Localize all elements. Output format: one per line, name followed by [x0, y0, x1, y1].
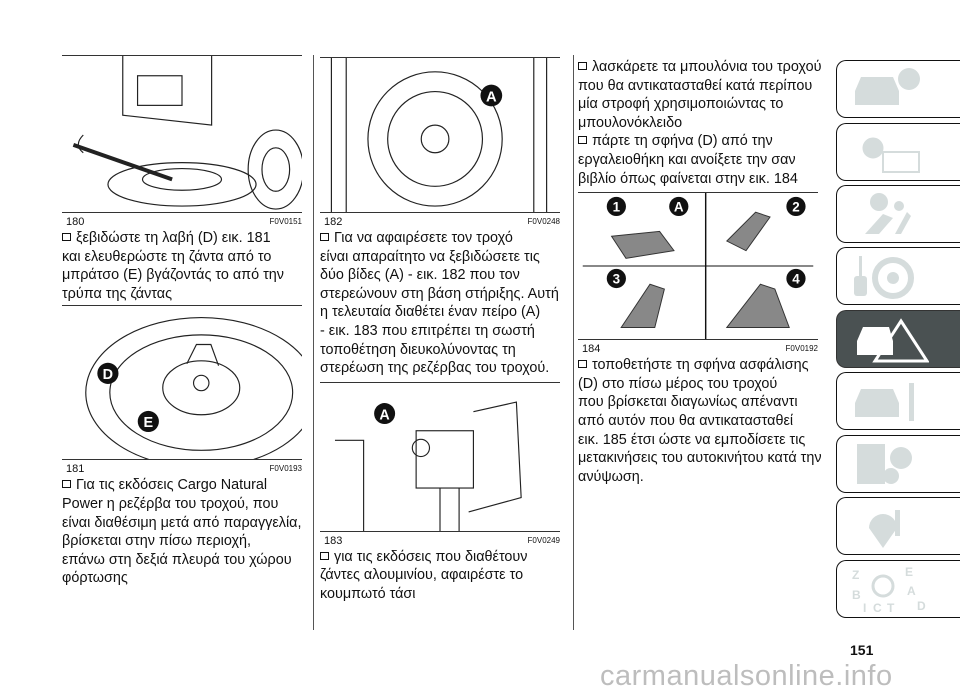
figure-183: A: [320, 381, 560, 532]
figure-code: F0V0151: [269, 217, 302, 226]
car-info-icon: [855, 68, 920, 105]
watermark: carmanualsonline.info: [600, 660, 893, 692]
page-number: 151: [850, 642, 874, 658]
index-letter: T: [887, 601, 895, 613]
figure-184: 1 A 2 3 4: [578, 192, 818, 341]
figure-number: 180: [66, 216, 85, 228]
index-letter: Z: [852, 568, 859, 582]
figure-number: 181: [66, 463, 85, 476]
index-letter: I: [863, 601, 866, 613]
figure-182: A: [320, 57, 560, 213]
figure-181: D E: [62, 305, 302, 461]
figure-number: 183: [324, 534, 343, 547]
bullet-icon: [62, 480, 71, 489]
column-3: λασκάρετε τα μπουλόνια του τροχού που θα…: [578, 58, 834, 486]
tab-safety[interactable]: [836, 185, 960, 243]
callout-label: A: [486, 89, 497, 105]
figure-caption: 184 F0V0192: [578, 342, 818, 356]
tab-starting-driving[interactable]: [836, 247, 960, 305]
bullet-icon: [578, 62, 587, 70]
paragraph: Για τις εκδόσεις Cargo Natural Power η ρ…: [62, 476, 312, 588]
paragraph-text: για τις εκδόσεις που διαθέτουν ζάντες αλ…: [320, 548, 528, 602]
figure-caption: 182 F0V0248: [320, 215, 560, 229]
column-2: A 182 F0V0248 Για να αφαιρέσετε τον τροχ…: [320, 57, 572, 604]
paragraph-text: λασκάρετε τα μπουλόνια του τροχού που θα…: [578, 59, 822, 131]
technical-data-icon: [857, 444, 912, 484]
index-letter: B: [852, 588, 861, 602]
figure-180: [62, 55, 302, 213]
paragraph: πάρτε τη σφήνα (D) από την εργαλειοθήκη …: [578, 132, 834, 188]
warning-light-message-icon: [862, 137, 920, 173]
callout-label: 3: [613, 271, 620, 286]
callout-label: D: [103, 368, 113, 384]
paragraph-text: πάρτε τη σφήνα (D) από την εργαλειοθήκη …: [578, 133, 798, 187]
bullet-icon: [62, 233, 71, 241]
callout-label: A: [379, 407, 389, 423]
multimedia-icon: [869, 510, 900, 548]
car-maintenance-icon: [855, 383, 914, 421]
figure-caption: 183 F0V0249: [320, 534, 560, 548]
callout-label: 1: [613, 199, 621, 214]
figure-code: F0V0192: [785, 344, 818, 354]
callout-label: 4: [792, 271, 800, 286]
paragraph: για τις εκδόσεις που διαθέτουν ζάντες αλ…: [320, 548, 572, 604]
index-letter: E: [905, 565, 913, 579]
callout-label: 2: [792, 199, 799, 214]
index-letter: A: [907, 584, 916, 598]
bullet-icon: [578, 136, 587, 145]
index-letter: C: [873, 601, 882, 613]
figure-code: F0V0193: [269, 464, 302, 474]
column-divider: [313, 55, 314, 630]
figure-code: F0V0249: [527, 535, 560, 545]
bullet-icon: [320, 233, 329, 241]
tab-technical-data[interactable]: [836, 435, 960, 493]
callout-label: A: [674, 199, 684, 214]
paragraph-text: τοποθετήστε τη σφήνα ασφάλισης (D) στο π…: [578, 357, 822, 485]
figure-caption: 180 F0V0151: [62, 215, 302, 229]
paragraph-text: Για τις εκδόσεις Cargo Natural Power η ρ…: [62, 477, 302, 587]
tab-warning-lights[interactable]: [836, 123, 960, 181]
emergency-triangle-icon: [857, 318, 929, 363]
paragraph: λασκάρετε τα μπουλόνια του τροχού που θα…: [578, 58, 834, 132]
tab-emergency[interactable]: [836, 310, 960, 368]
tab-knowing-vehicle[interactable]: [836, 60, 960, 118]
column-divider: [573, 55, 574, 630]
paragraph-text: Για να αφαιρέσετε τον τροχό είναι απαραί…: [320, 230, 559, 377]
paragraph: τοποθετήστε τη σφήνα ασφάλισης (D) στο π…: [578, 356, 834, 486]
paragraph: Για να αφαιρέσετε τον τροχό είναι απαραί…: [320, 229, 572, 378]
index-letter: D: [917, 599, 926, 613]
tab-multimedia[interactable]: [836, 497, 960, 555]
callout-label: E: [144, 416, 154, 432]
paragraph: ξεβιδώστε τη λαβή (D) εικ. 181 και ελευθ…: [62, 229, 312, 303]
airbag-seat-icon: [865, 193, 911, 234]
bullet-icon: [320, 551, 329, 560]
figure-number: 184: [582, 343, 601, 356]
figure-number: 182: [324, 216, 343, 228]
bullet-icon: [578, 360, 587, 369]
key-steering-wheel-icon: [854, 256, 914, 299]
figure-code: F0V0248: [527, 217, 560, 226]
tab-maintenance[interactable]: [836, 372, 960, 430]
paragraph-text: ξεβιδώστε τη λαβή (D) εικ. 181 και ελευθ…: [62, 230, 284, 302]
column-1: 180 F0V0151 ξεβιδώστε τη λαβή (D) εικ. 1…: [62, 55, 312, 588]
figure-caption: 181 F0V0193: [62, 462, 302, 476]
